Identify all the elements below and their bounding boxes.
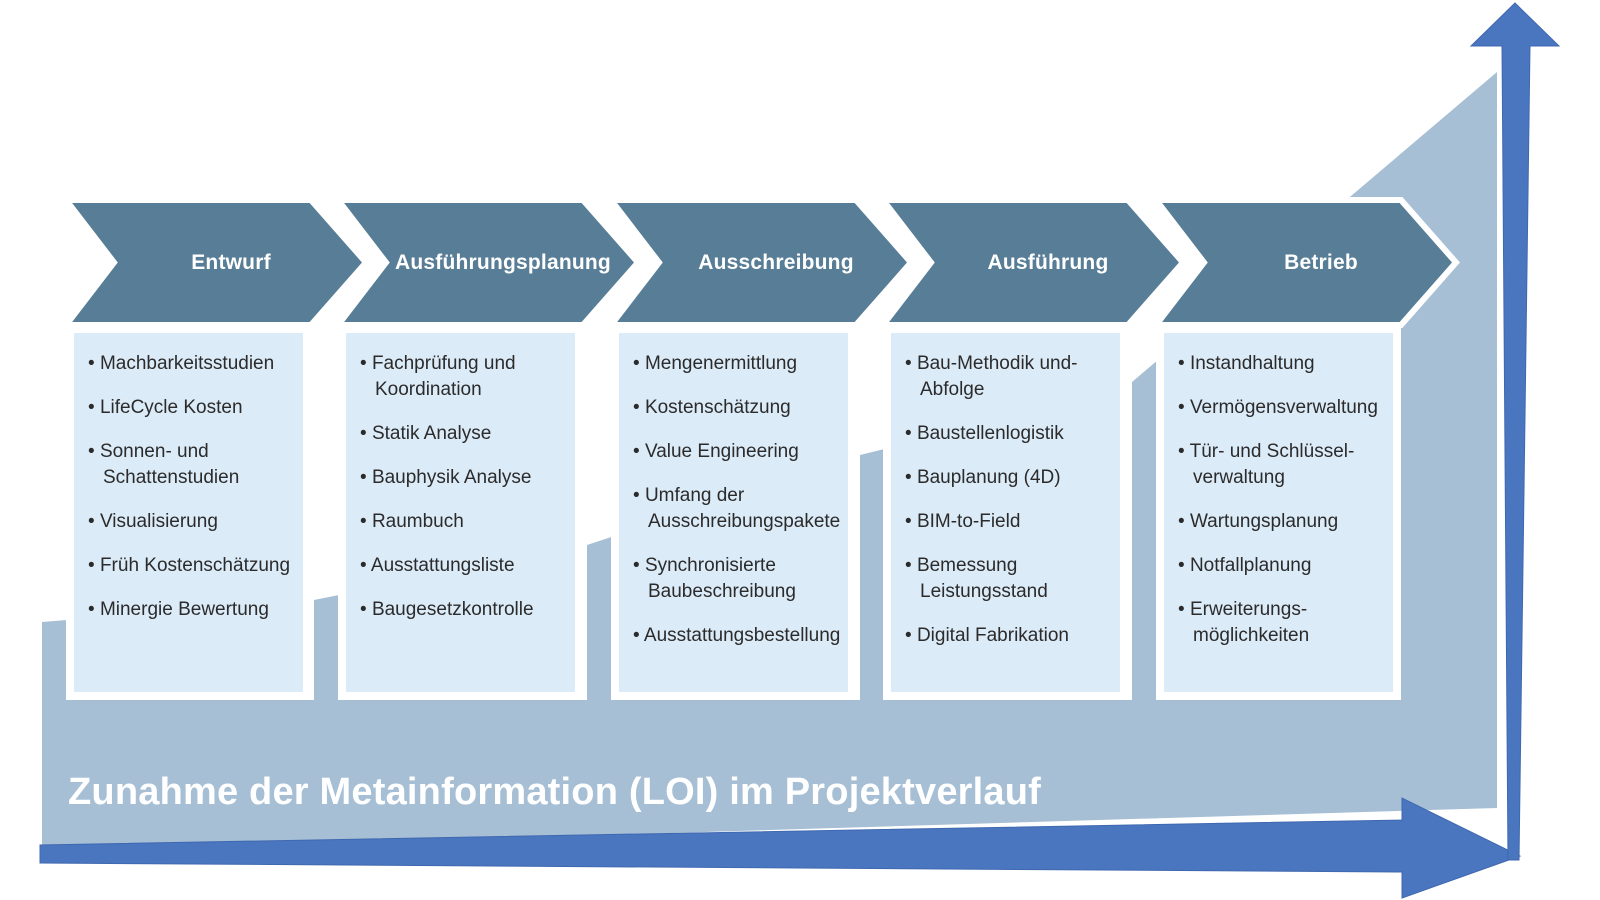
up-arrow-icon bbox=[1469, 2, 1561, 861]
list-item: Umfang der Ausschreibungspakete bbox=[633, 483, 844, 535]
list-item: Wartungsplanung bbox=[1178, 509, 1389, 535]
list-item: Sonnen- und Schattenstudien bbox=[88, 439, 299, 491]
list-item: Ausstattungsbestellung bbox=[633, 623, 844, 649]
banner-title: Zunahme der Metainformation (LOI) im Pro… bbox=[68, 771, 1042, 813]
list-item: Minergie Bewertung bbox=[88, 597, 299, 623]
phase-card-body: MengenermittlungKostenschätzungValue Eng… bbox=[619, 333, 848, 692]
list-item: Instandhaltung bbox=[1178, 351, 1389, 377]
list-item: Notfallplanung bbox=[1178, 553, 1389, 579]
list-item: LifeCycle Kosten bbox=[88, 395, 299, 421]
banner-shape bbox=[42, 700, 1497, 852]
list-item: Früh Kostenschätzung bbox=[88, 553, 299, 579]
list-item: Visualisierung bbox=[88, 509, 299, 535]
list-item: Digital Fabrikation bbox=[905, 623, 1116, 649]
phase-card-ausfuehrung: Bau-Methodik und- AbfolgeBaustellenlogis… bbox=[883, 325, 1128, 700]
list-item: Ausstattungsliste bbox=[360, 553, 571, 579]
phase-card-betrieb: InstandhaltungVermögensverwaltungTür- un… bbox=[1156, 325, 1401, 700]
list-item: Tür- und Schlüssel- verwaltung bbox=[1178, 439, 1389, 491]
phase-item-list: InstandhaltungVermögensverwaltungTür- un… bbox=[1164, 333, 1393, 649]
list-item: Synchronisierte Baubeschreibung bbox=[633, 553, 844, 605]
list-item: Mengenermittlung bbox=[633, 351, 844, 377]
list-item: Raumbuch bbox=[360, 509, 571, 535]
chevron-arrow-1 bbox=[59, 197, 370, 328]
list-item: Bauphysik Analyse bbox=[360, 465, 571, 491]
phase-title-betrieb: Betrieb bbox=[1284, 251, 1358, 274]
chevron-arrow-4 bbox=[876, 197, 1187, 328]
list-item: Vermögensverwaltung bbox=[1178, 395, 1389, 421]
phase-card-body: Bau-Methodik und- AbfolgeBaustellenlogis… bbox=[891, 333, 1120, 692]
list-item: Baugesetzkontrolle bbox=[360, 597, 571, 623]
phase-card-body: MachbarkeitsstudienLifeCycle KostenSonne… bbox=[74, 333, 303, 692]
phase-item-list: MachbarkeitsstudienLifeCycle KostenSonne… bbox=[74, 333, 303, 623]
list-item: Erweiterungs- möglichkeiten bbox=[1178, 597, 1389, 649]
list-item: BIM-to-Field bbox=[905, 509, 1116, 535]
phase-title-ausfuehrung: Ausführung bbox=[987, 251, 1109, 274]
phase-card-body: InstandhaltungVermögensverwaltungTür- un… bbox=[1164, 333, 1393, 692]
list-item: Baustellenlogistik bbox=[905, 421, 1116, 447]
phase-card-body: Fachprüfung und KoordinationStatik Analy… bbox=[346, 333, 575, 692]
right-arrow-icon bbox=[39, 797, 1522, 899]
chevron-arrow-5 bbox=[1149, 197, 1460, 328]
phase-title-ausschreibung: Ausschreibung bbox=[698, 251, 854, 274]
list-item: Statik Analyse bbox=[360, 421, 571, 447]
phase-title-entwurf: Entwurf bbox=[191, 251, 271, 274]
list-item: Fachprüfung und Koordination bbox=[360, 351, 571, 403]
phase-title-ausfuehrungsplanung: Ausführungsplanung bbox=[395, 251, 611, 274]
list-item: Kostenschätzung bbox=[633, 395, 844, 421]
list-item: Machbarkeitsstudien bbox=[88, 351, 299, 377]
phase-item-list: Fachprüfung und KoordinationStatik Analy… bbox=[346, 333, 575, 623]
list-item: Value Engineering bbox=[633, 439, 844, 465]
phase-card-entwurf: MachbarkeitsstudienLifeCycle KostenSonne… bbox=[66, 325, 311, 700]
phase-item-list: MengenermittlungKostenschätzungValue Eng… bbox=[619, 333, 848, 649]
phase-card-ausfuehrungsplanung: Fachprüfung und KoordinationStatik Analy… bbox=[338, 325, 583, 700]
list-item: Bemessung Leistungsstand bbox=[905, 553, 1116, 605]
chevron-arrow-3 bbox=[604, 197, 915, 328]
phase-item-list: Bau-Methodik und- AbfolgeBaustellenlogis… bbox=[891, 333, 1120, 649]
chevron-arrow-2 bbox=[331, 197, 642, 328]
phase-card-ausschreibung: MengenermittlungKostenschätzungValue Eng… bbox=[611, 325, 856, 700]
list-item: Bauplanung (4D) bbox=[905, 465, 1116, 491]
list-item: Bau-Methodik und- Abfolge bbox=[905, 351, 1116, 403]
